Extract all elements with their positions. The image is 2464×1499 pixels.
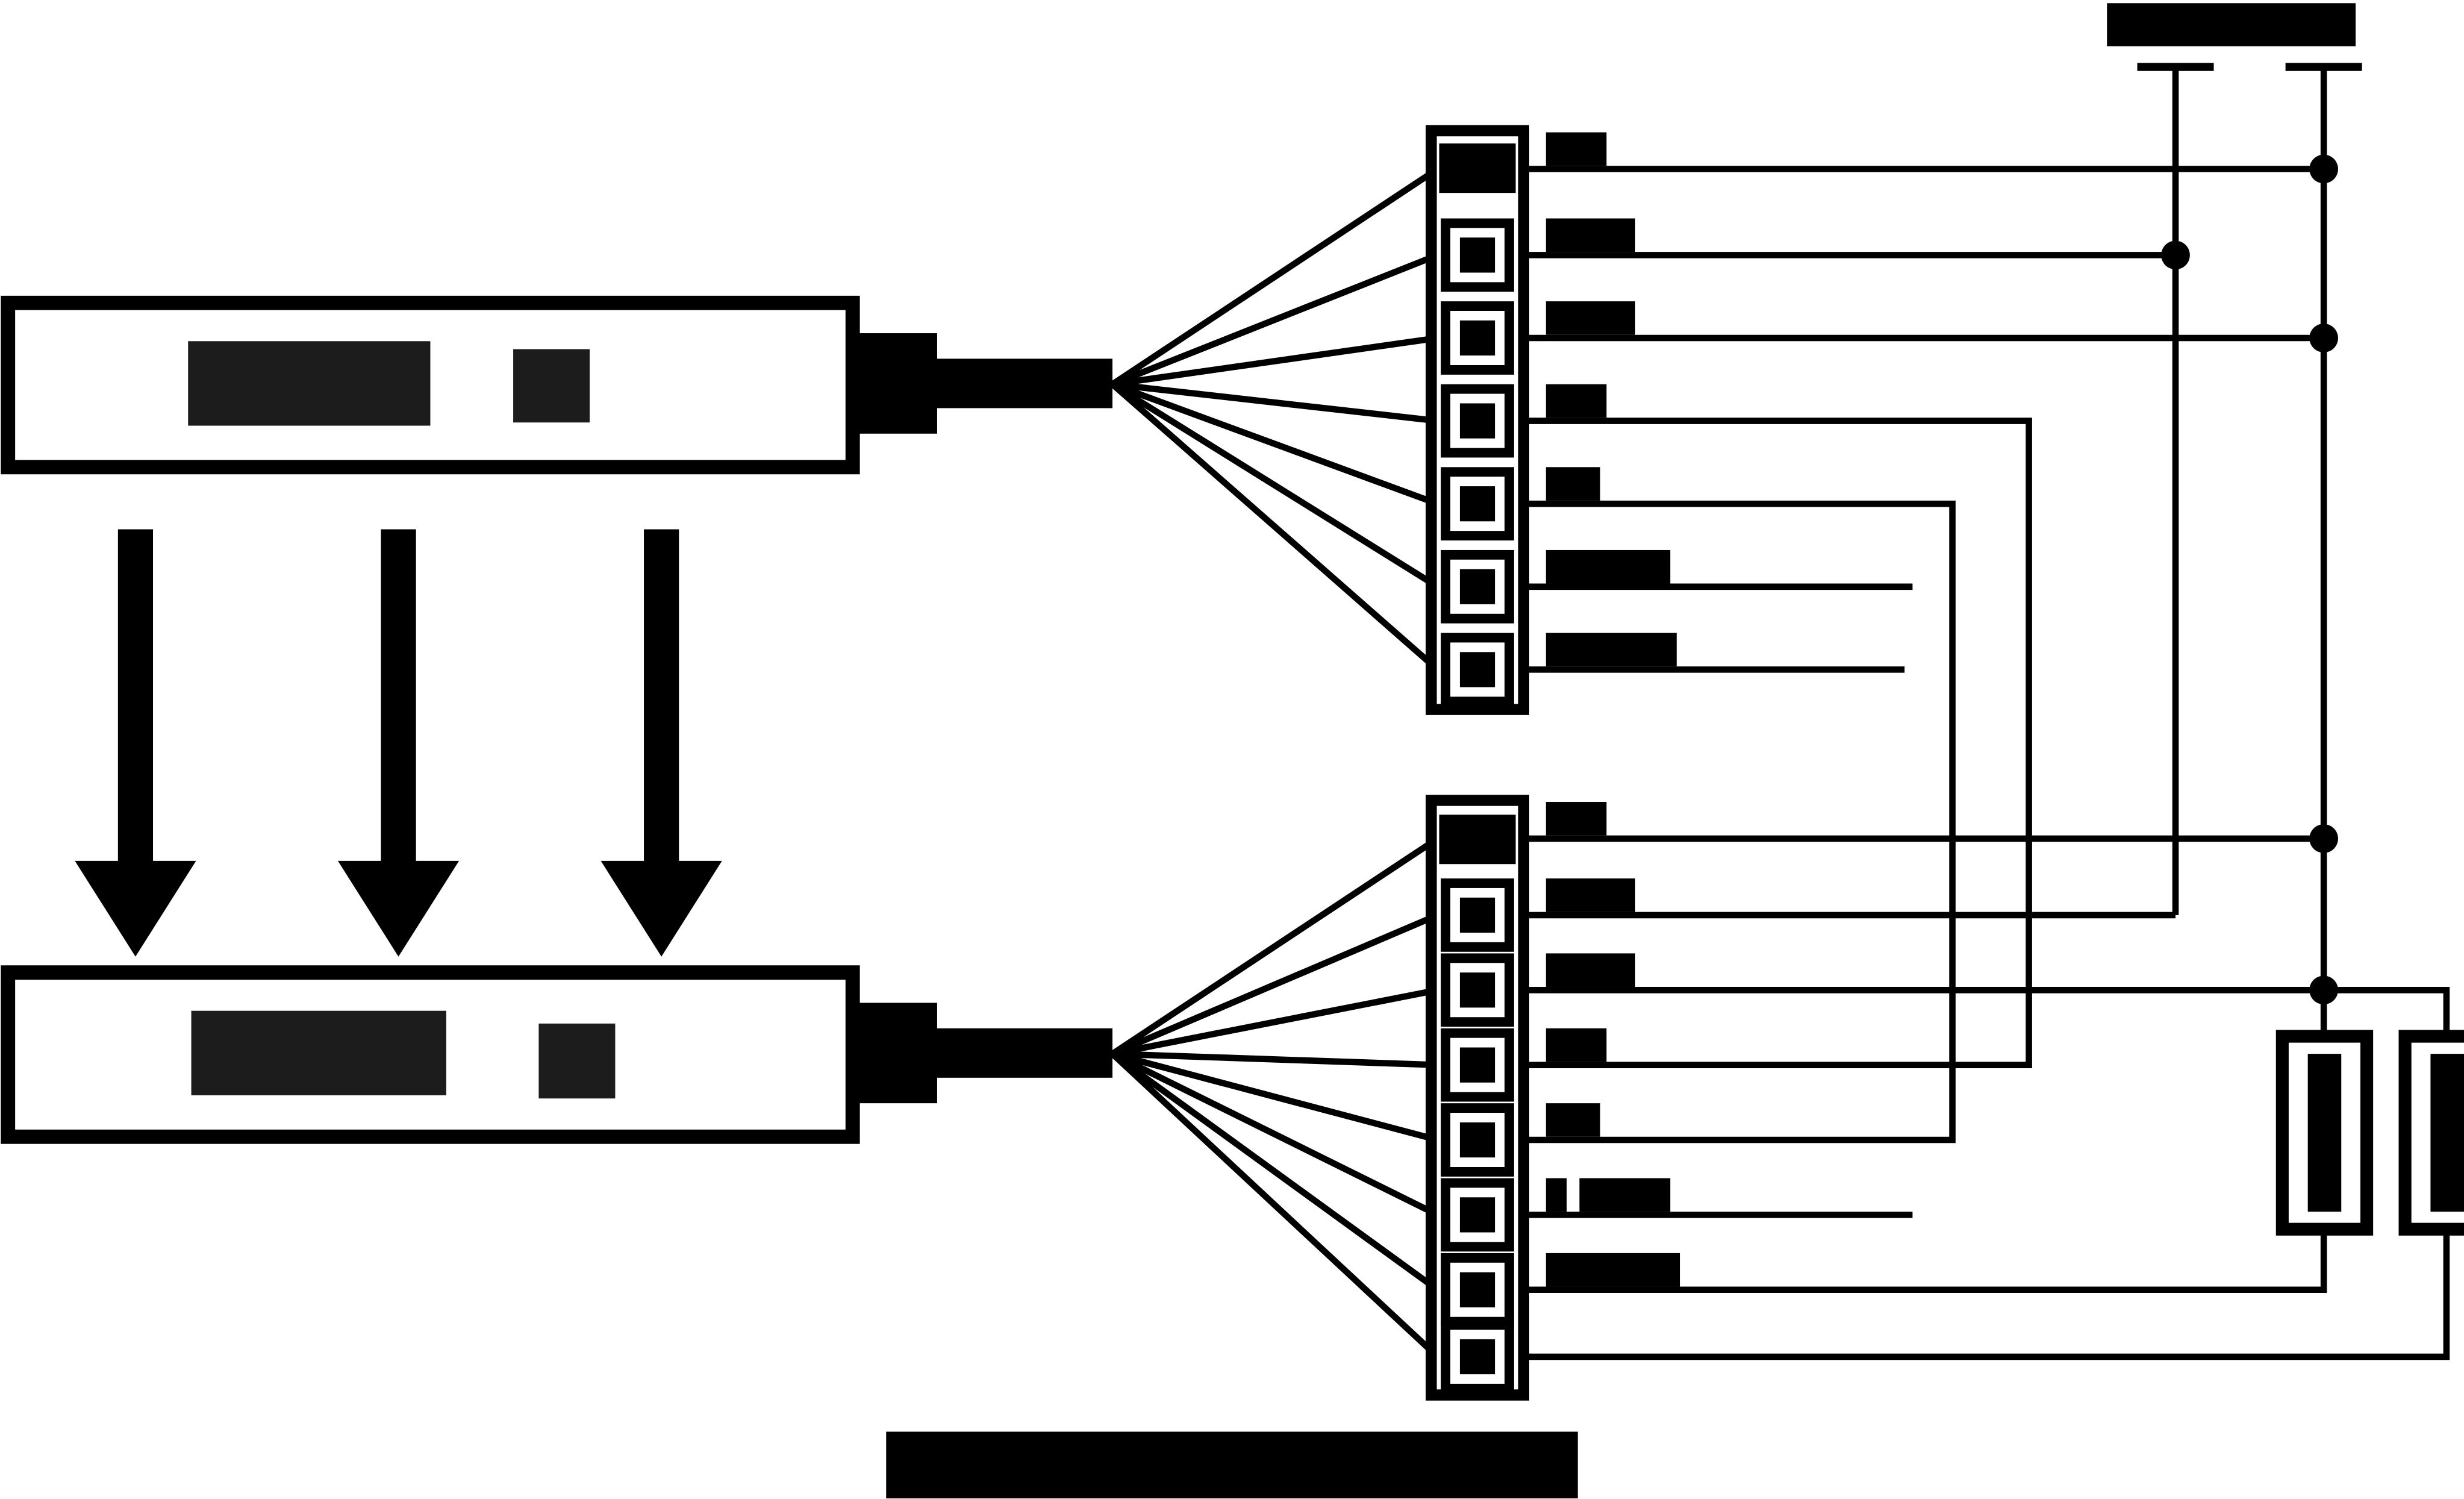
redacted-wire-label [1545,218,1635,252]
signal-wire [1523,500,1956,1144]
flow-arrow-head [337,860,460,957]
redacted-wire-label [1545,467,1600,501]
flow-arrow-shaft [644,529,679,868]
pin-contact [1441,1320,1514,1394]
cable-fan-wire [1111,836,1439,1057]
pin-contact [1441,1103,1514,1177]
junction-dot [2309,154,2338,184]
redacted-wire-label [1545,384,1607,418]
signal-wire [1523,1227,2450,1360]
redacted-wire-label [1545,1178,1567,1212]
cable-fan-wire [1111,1051,1439,1144]
device-1-connector-stub [851,333,937,434]
cable-fan-wire [1110,1051,1439,1293]
redacted-wire-label [1579,1178,1671,1212]
redacted-wire-label [1545,878,1635,912]
cable-fan-wire [1110,381,1440,672]
cable-fan-wire [1111,166,1439,387]
junction-dot [2309,975,2338,1005]
pin-contact-filled [1439,143,1516,193]
signal-wire [1523,418,2032,1068]
cable-fan-wire [1112,987,1438,1057]
device-2-cable [934,1028,1113,1078]
cable-fan-wire [1110,1051,1440,1359]
pin-contact [1441,301,1514,375]
cable-fan-wire [1111,381,1439,590]
cable-fan-wire [1111,1051,1439,1218]
terminating-resistor-2-body [2430,1054,2464,1212]
device-2-connector-stub [851,1003,937,1104]
device-1-cable [934,358,1113,408]
cable-fan-wire [1112,1050,1438,1068]
pin-contact-core [1459,652,1496,687]
redacted-wire-label [1545,549,1671,584]
pin-contact-core [1459,897,1496,933]
cable-fan-wire [1112,381,1438,424]
cable-fan-wire [1111,912,1439,1057]
flow-arrow-shaft [381,529,416,868]
junction-dot [2161,240,2190,270]
flow-arrow-head [600,860,722,957]
cable-fan-wire [1111,252,1439,387]
pin-contact-core [1459,569,1496,604]
pin-contact-core [1459,486,1496,522]
cable-fan-wire [1112,334,1438,387]
redacted-wire-label [1545,802,1607,836]
redacted-wire-label [1545,1253,1680,1287]
pin-contact-core [1459,1339,1496,1375]
cable-fan-wire [1111,381,1439,507]
device-2-display [191,1010,446,1095]
pin-contact-core [1459,972,1496,1008]
redacted-wire-label [1545,633,1677,667]
flow-arrow-shaft [117,529,154,868]
pin-contact-core [1459,320,1496,356]
pin-contact-core [1459,1272,1496,1307]
power-supply-box [2107,3,2356,46]
junction-dot [2309,824,2338,853]
device-2-button [538,1023,616,1099]
redacted-wire-label [1545,1103,1600,1137]
flow-arrow-head [75,860,196,957]
pin-contact-core [1459,1122,1496,1158]
terminating-resistor-1-body [2307,1054,2342,1212]
caption-redacted [886,1432,1578,1499]
pin-contact-core [1459,1047,1496,1083]
device-1-button [513,349,590,423]
pin-contact-core [1459,237,1496,273]
redacted-wire-label [1545,132,1607,166]
pin-contact-core [1459,1197,1496,1233]
redacted-wire-label [1545,953,1635,987]
redacted-wire-label [1545,1028,1607,1062]
pin-contact-filled [1439,815,1516,865]
redacted-wire-label [1545,301,1635,335]
signal-wire [1523,1227,2327,1294]
device-1-display [188,341,431,426]
pin-contact-core [1459,403,1496,439]
junction-dot [2309,324,2338,352]
signal-wire [1523,986,2450,1037]
